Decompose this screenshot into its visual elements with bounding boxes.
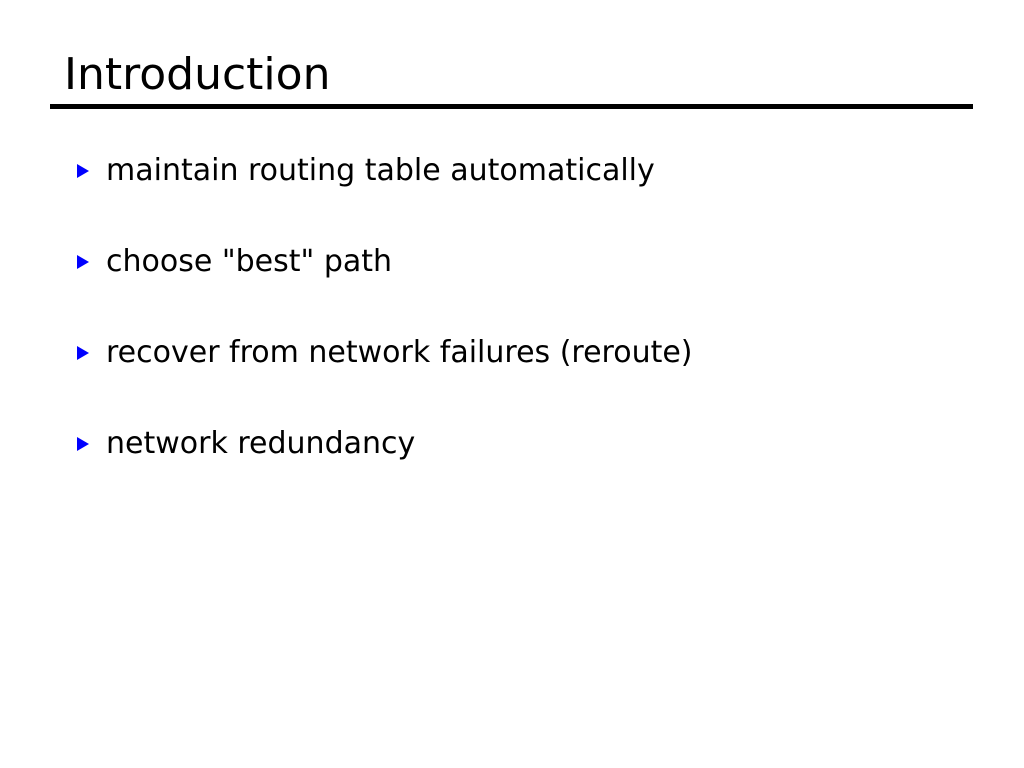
triangle-right-icon [76, 164, 90, 178]
triangle-right-icon [76, 255, 90, 269]
title-underline-rule [50, 104, 973, 109]
list-item: maintain routing table automatically [76, 152, 976, 243]
list-item-label: recover from network failures (reroute) [106, 335, 693, 370]
list-item-label: choose "best" path [106, 244, 393, 279]
triangle-right-icon [76, 346, 90, 360]
bullet-list: maintain routing table automatically cho… [76, 152, 976, 516]
slide-title-block: Introduction [50, 48, 973, 109]
list-item: choose "best" path [76, 243, 976, 334]
list-item-label: maintain routing table automatically [106, 153, 655, 188]
list-item-label: network redundancy [106, 426, 416, 461]
page-title: Introduction [64, 49, 331, 100]
list-item: recover from network failures (reroute) [76, 334, 976, 425]
list-item: network redundancy [76, 425, 976, 516]
triangle-right-icon [76, 437, 90, 451]
